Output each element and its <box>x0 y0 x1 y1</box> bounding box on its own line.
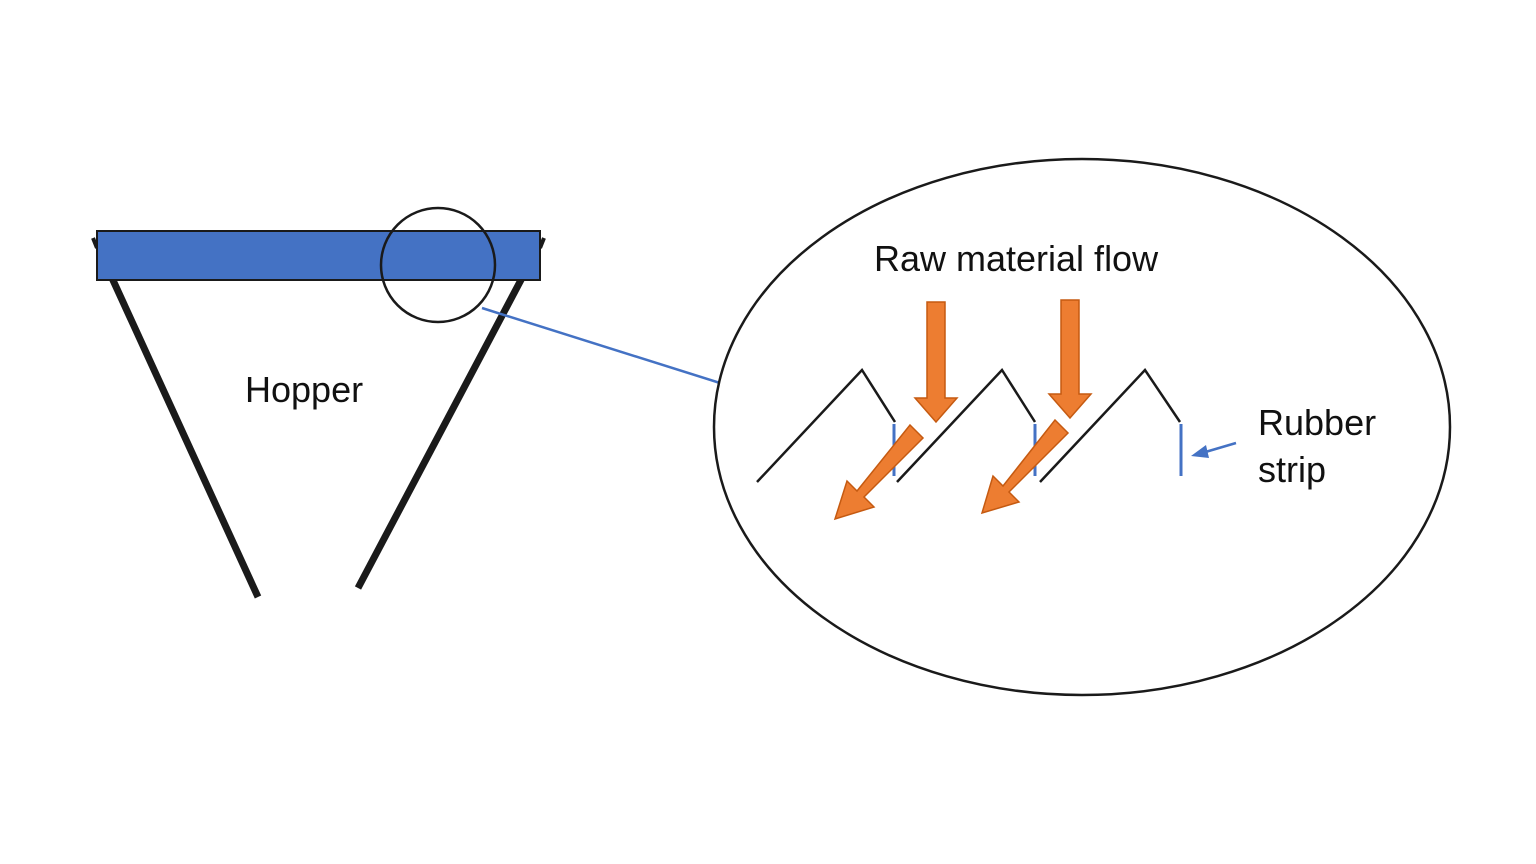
leader-line <box>481 306 721 385</box>
hopper <box>91 206 546 599</box>
hopper-top-bar <box>96 230 541 281</box>
flow-arrow-icon <box>1047 299 1093 420</box>
detail-ellipse <box>712 157 1452 697</box>
rubber-pointer-icon <box>1191 445 1209 458</box>
flow-arrow-icon <box>980 418 1070 515</box>
flow-arrows-down <box>913 299 1093 424</box>
rubber-strip-label-line1: Rubber <box>1258 402 1376 443</box>
hopper-left-wall <box>108 276 262 599</box>
flow-label: Raw material flow <box>874 238 1159 279</box>
rubber-pointer <box>1191 441 1237 458</box>
rubber-pointer-line <box>1201 441 1237 455</box>
ridge-3 <box>1039 368 1182 483</box>
flow-arrows-diagonal <box>833 418 1070 521</box>
hopper-label: Hopper <box>245 369 363 410</box>
ridge-profile <box>756 367 1182 483</box>
flow-arrow-icon <box>833 423 925 521</box>
ridge-1 <box>756 367 897 483</box>
zoom-circle <box>379 206 497 324</box>
flow-arrow-icon <box>913 301 959 424</box>
rubber-strip-label-line2: strip <box>1258 449 1326 490</box>
hopper-right-wall <box>354 276 526 590</box>
ridge-2 <box>896 367 1037 483</box>
